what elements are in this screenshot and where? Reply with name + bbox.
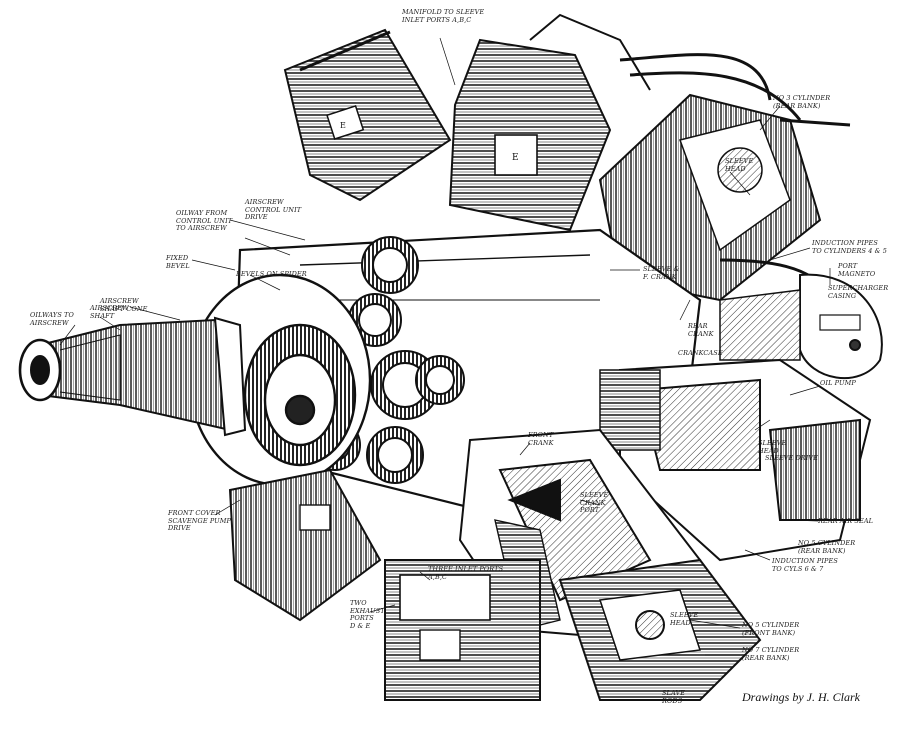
leader-lines [59,37,831,656]
label-airscrew-control: Airscrew control unit drive [245,198,302,221]
label-slave-rods: Slave rods [662,689,686,705]
cylinder-bottom-center [384,559,541,701]
cylinder-no5 [599,358,872,562]
label-no3-cylinder: No 3 cylinder (rear bank) [773,94,831,110]
label-airscrew-shaft: Airscrew shaft [90,304,129,320]
cylinder-top-left: E [283,28,452,202]
label-port-magneto: Port magneto [838,262,876,278]
label-oilway: Oilway from control unit to airscrew [176,209,233,232]
label-no5-front: No 5 cylinder (front bank) [742,621,800,637]
label-crankcase: Crankcase [678,349,723,357]
label-front-cover: Front cover scavenge pump drive [168,509,231,532]
svg-text:E: E [512,153,519,163]
label-rear-air-seal: Rear air seal [818,517,874,525]
drawing-credit: Drawings by J. H. Clark [742,690,860,704]
label-sleeve-drive: Sleeve drive [765,454,819,462]
label-no7-cylinder: No 7 cylinder (rear bank) [742,646,800,662]
label-rear-crank: Rear crank [688,322,714,338]
label-sleeve-crank: Sleeve & F. crank [643,265,680,281]
label-oilways: Oilways to airscrew [30,311,74,327]
airscrew-shaft [18,316,247,437]
label-sleeve-head-2: Sleeve head [758,439,787,455]
label-supercharger: Supercharger casing [828,284,889,300]
cylinder-top-middle: E [448,13,651,232]
label-airscrew-cone: Airscrew shaft cone [100,297,148,313]
label-induction-pipes: Induction pipes to cylinders 4 & 5 [812,239,887,255]
label-oil-pump: Oil pump [820,379,856,387]
cylinder-no7 [558,558,762,701]
label-exhaust-ports: Two exhaust ports D & E [350,599,385,630]
cylinder-bottom-left [228,468,382,622]
label-induction-6-7: Induction pipes to cyls 6 & 7 [772,557,838,573]
label-sleeve-crank-port: Sleeve crank port [580,491,609,514]
label-fixed-bevel: Fixed bevel [166,254,190,270]
label-inlet-ports: Three inlet ports A,B,C [428,565,504,581]
svg-text:E: E [340,121,346,130]
label-front-crank: Front crank [528,431,554,447]
label-bevels: Bevels on spider [236,270,307,278]
supercharger-casing [719,273,883,379]
label-no5-rear: No 5 cylinder (rear bank) [798,539,856,555]
label-sleeve-head: Sleeve head [725,157,754,173]
label-manifold: Manifold to sleeve inlet ports A,B,C [402,8,485,24]
label-sleeve-head-3: Sleeve head [670,611,699,627]
